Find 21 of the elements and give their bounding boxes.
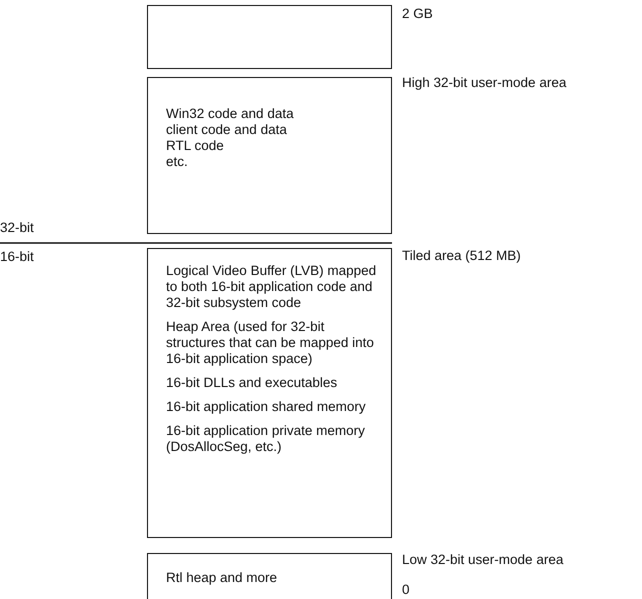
- region-text: 16-bit DLLs and executables: [166, 375, 338, 391]
- region-text: client code and data: [166, 122, 288, 138]
- address-label: 2 GB: [402, 6, 433, 22]
- memory-region-box: [147, 248, 392, 538]
- region-text: Rtl heap and more: [166, 570, 278, 586]
- region-text: Logical Video Buffer (LVB) mapped to both 16-bit application code and 32-bit subsystem code: [166, 263, 378, 311]
- area-label: High 32-bit user-mode area: [402, 75, 566, 91]
- area-label: Tiled area (512 MB): [402, 248, 521, 264]
- region-text: 16-bit application shared memory: [166, 399, 367, 415]
- region-text: RTL code: [166, 138, 225, 154]
- area-label: Low 32-bit user-mode area: [402, 552, 564, 568]
- memory-region-box: [147, 5, 392, 69]
- region-text: Win32 code and data: [166, 106, 295, 122]
- region-text: etc.: [166, 154, 189, 170]
- memory-region-box: [147, 553, 392, 599]
- region-text: 16-bit application private memory (DosAllocSeg, etc.): [166, 423, 366, 455]
- address-label: 0: [402, 582, 410, 598]
- region-text: Heap Area (used for 32-bit structures that can be mapped into 16-bit application space): [166, 319, 375, 367]
- bitness-label: 16-bit: [0, 249, 34, 265]
- memory-region-box: [147, 77, 392, 234]
- bitness-label: 32-bit: [0, 220, 34, 236]
